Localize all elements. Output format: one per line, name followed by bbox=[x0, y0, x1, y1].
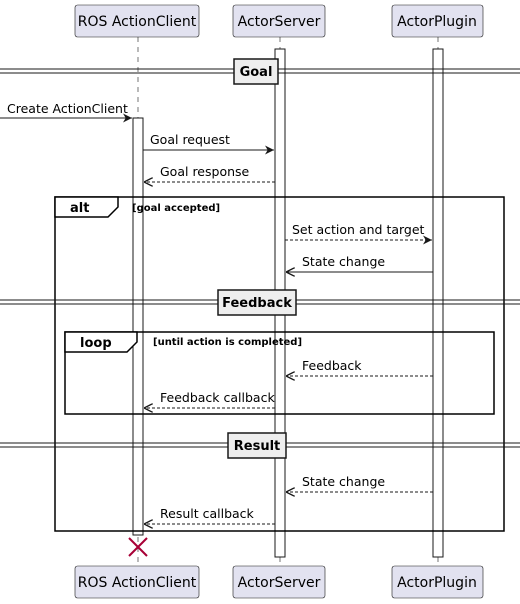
message-create-actionclient: Create ActionClient bbox=[0, 101, 132, 123]
message-state-change-1: State change bbox=[286, 254, 433, 272]
participant-label: ActorServer bbox=[238, 14, 321, 30]
frame-guard: [goal accepted] bbox=[132, 203, 220, 214]
participant-label: ActorPlugin bbox=[397, 14, 477, 30]
message-set-action-and-target: Set action and target bbox=[285, 222, 432, 245]
message-label: Set action and target bbox=[292, 222, 425, 237]
message-feedback: Feedback bbox=[286, 358, 433, 376]
divider-feedback: Feedback bbox=[0, 289, 520, 316]
message-label: Feedback callback bbox=[160, 390, 275, 405]
message-label: Create ActionClient bbox=[7, 101, 128, 116]
frame-alt: alt [goal accepted] bbox=[54, 196, 505, 532]
participant-top-actorplugin: ActorPlugin bbox=[391, 4, 484, 38]
participant-label: ROS ActionClient bbox=[78, 575, 197, 591]
activation-actorplugin bbox=[432, 48, 444, 558]
message-label: Feedback bbox=[302, 358, 362, 373]
participant-bottom-ros-actionclient: ROS ActionClient bbox=[74, 565, 200, 599]
divider-label: Result bbox=[234, 439, 281, 454]
message-goal-request: Goal request bbox=[143, 132, 274, 155]
frame-keyword: loop bbox=[80, 336, 112, 351]
message-label: State change bbox=[302, 474, 385, 489]
message-feedback-callback: Feedback callback bbox=[144, 390, 275, 408]
divider-label: Goal bbox=[240, 65, 273, 80]
divider-label: Feedback bbox=[222, 296, 292, 311]
message-result-callback: Result callback bbox=[144, 506, 275, 524]
participant-bottom-actorserver: ActorServer bbox=[232, 565, 326, 599]
frame-guard: [until action is completed] bbox=[153, 337, 302, 348]
message-label: Goal response bbox=[160, 164, 250, 179]
participant-label: ROS ActionClient bbox=[78, 14, 197, 30]
message-label: Result callback bbox=[160, 506, 255, 521]
participant-bottom-actorplugin: ActorPlugin bbox=[391, 565, 484, 599]
message-state-change-2: State change bbox=[286, 474, 433, 492]
activation-ros-actionclient bbox=[132, 117, 144, 536]
message-goal-response: Goal response bbox=[144, 164, 275, 182]
participant-top-ros-actionclient: ROS ActionClient bbox=[74, 4, 200, 38]
destroy-icon bbox=[128, 537, 148, 557]
participant-label: ActorServer bbox=[238, 575, 321, 591]
frame-loop: loop [until action is completed] bbox=[64, 331, 495, 415]
frame-keyword: alt bbox=[70, 201, 89, 216]
message-label: State change bbox=[302, 254, 385, 269]
divider-goal: Goal bbox=[0, 58, 520, 85]
participant-label: ActorPlugin bbox=[397, 575, 477, 591]
divider-result: Result bbox=[0, 432, 520, 459]
participant-top-actorserver: ActorServer bbox=[232, 4, 326, 38]
message-label: Goal request bbox=[150, 132, 230, 147]
